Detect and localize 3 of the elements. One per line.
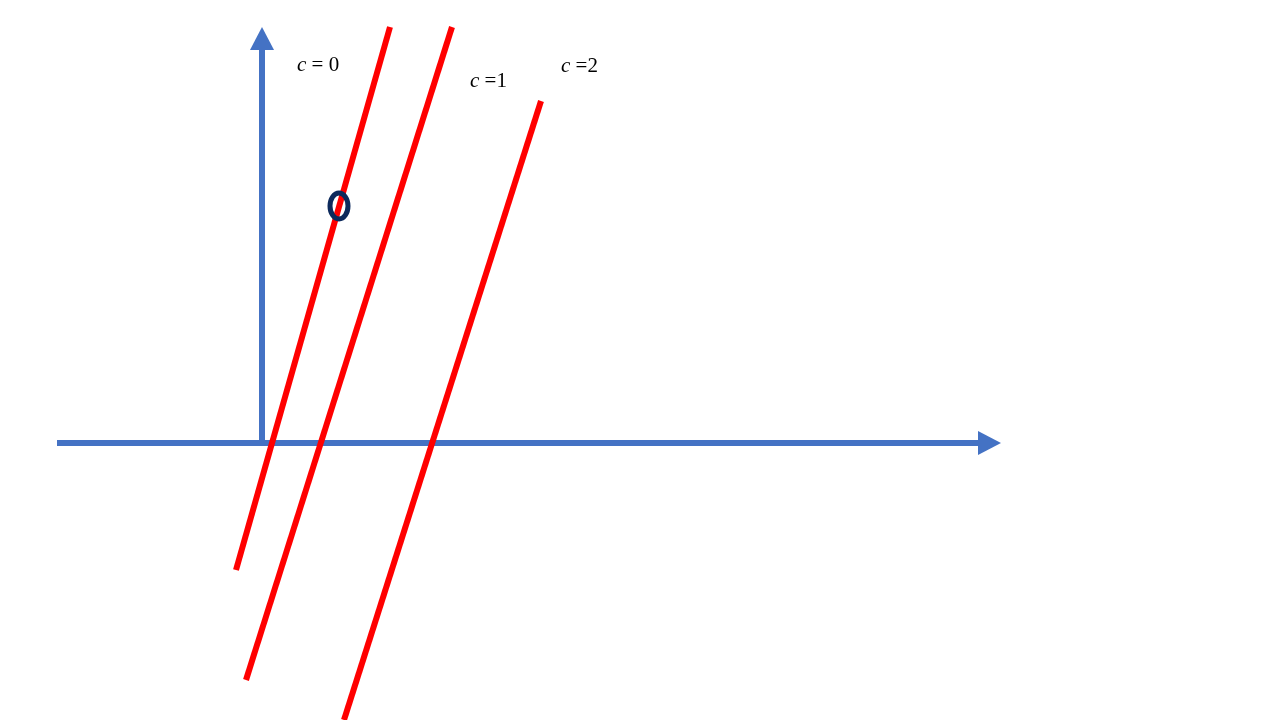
- line-label: c =1: [470, 70, 507, 91]
- line-label: c = 0: [297, 54, 340, 75]
- line-label: c =2: [561, 55, 598, 76]
